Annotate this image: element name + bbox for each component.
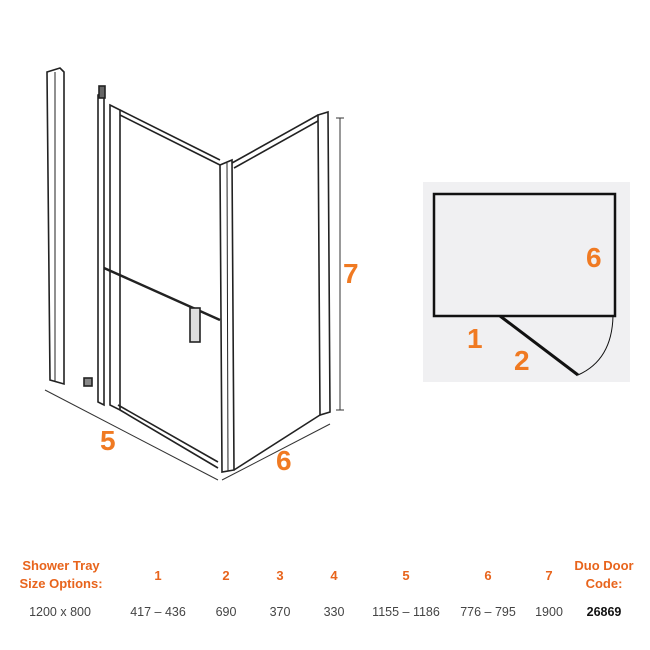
dimension-label-5: 5 bbox=[100, 425, 116, 456]
dimension-label-7: 7 bbox=[343, 258, 359, 289]
cell-3: 370 bbox=[269, 605, 291, 619]
header-6: 6 bbox=[484, 568, 492, 583]
hinge bbox=[98, 85, 106, 99]
door-frame-left bbox=[97, 90, 105, 407]
back-post bbox=[317, 110, 331, 417]
header-line: Duo Door bbox=[574, 558, 634, 573]
cell-5: 1155 – 1186 bbox=[372, 605, 440, 619]
header-4: 4 bbox=[330, 568, 338, 583]
cell-tray-size: 1200 x 800 bbox=[29, 605, 91, 619]
cell-2: 690 bbox=[215, 605, 237, 619]
header-1: 1 bbox=[154, 568, 162, 583]
header-door-code: Duo Door Code: bbox=[574, 557, 633, 593]
door-handle bbox=[189, 307, 201, 343]
left-fixed-panel-frame bbox=[46, 67, 65, 386]
plan-label-2: 2 bbox=[514, 345, 530, 376]
perspective-drawing bbox=[46, 67, 331, 473]
cell-6: 776 – 795 bbox=[460, 605, 516, 619]
header-2: 2 bbox=[222, 568, 230, 583]
depth-dimension-line bbox=[221, 423, 331, 481]
plan-view: 6 1 2 bbox=[423, 182, 630, 382]
mid-bar bbox=[103, 266, 221, 322]
plan-background bbox=[423, 182, 630, 382]
plan-label-6: 6 bbox=[586, 242, 602, 273]
header-5: 5 bbox=[402, 568, 410, 583]
side-top-rail bbox=[231, 114, 319, 164]
top-rail bbox=[119, 109, 221, 161]
cell-7: 1900 bbox=[535, 605, 563, 619]
header-line: Code: bbox=[585, 576, 623, 591]
cell-4: 330 bbox=[323, 605, 345, 619]
header-tray-size: Shower Tray Size Options: bbox=[19, 557, 102, 593]
cell-1: 417 – 436 bbox=[130, 605, 186, 619]
header-7: 7 bbox=[545, 568, 553, 583]
plan-label-1: 1 bbox=[467, 323, 483, 354]
header-3: 3 bbox=[276, 568, 284, 583]
plan-enclosure bbox=[432, 192, 617, 318]
dimension-label-6: 6 bbox=[276, 445, 292, 476]
plan-door bbox=[499, 314, 579, 377]
door-swing-arc bbox=[577, 315, 614, 376]
dimension-lines bbox=[44, 117, 344, 481]
cell-door-code: 26869 bbox=[586, 605, 622, 619]
sliding-door-frame bbox=[109, 103, 121, 412]
header-line: Shower Tray bbox=[22, 558, 100, 573]
foot bbox=[83, 377, 93, 387]
width-dimension-line bbox=[44, 389, 219, 481]
header-line: Size Options: bbox=[19, 576, 103, 591]
